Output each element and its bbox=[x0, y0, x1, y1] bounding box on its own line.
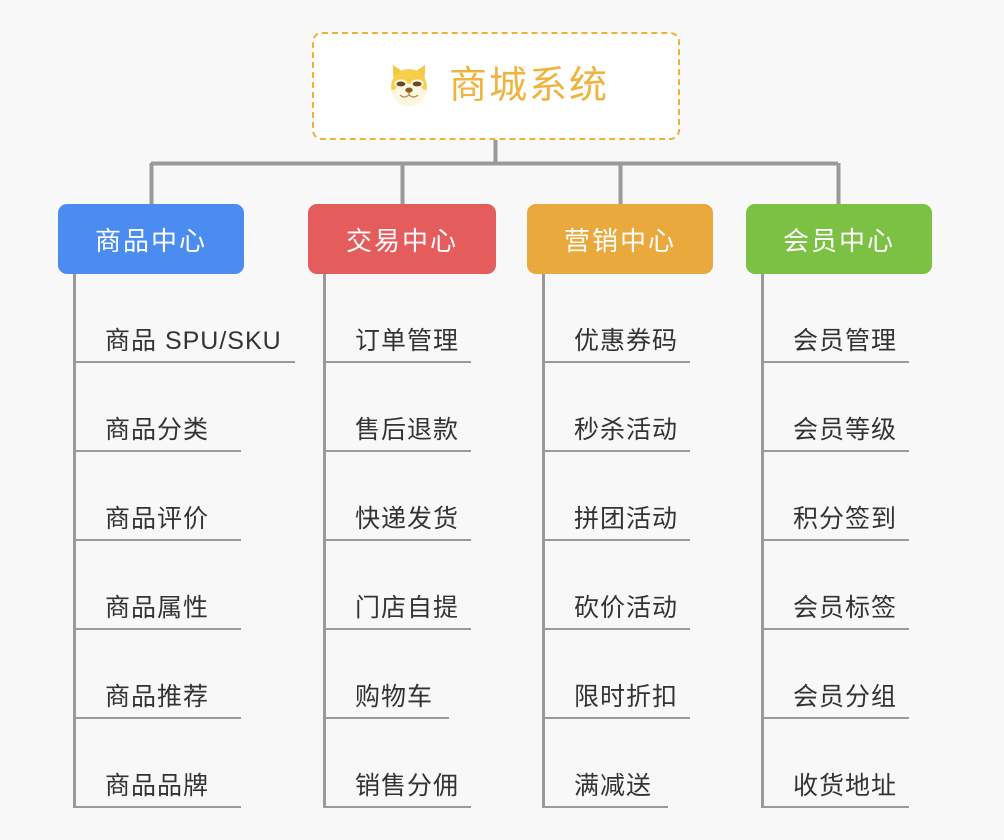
list-item-label: 销售分佣 bbox=[355, 772, 460, 800]
leaf-underline bbox=[761, 450, 909, 452]
list-item-label: 会员分组 bbox=[793, 683, 898, 711]
branch-column-product: 商品中心 商品 SPU/SKU 商品分类 商品评价 商品属性 商品推荐 bbox=[58, 204, 295, 808]
branch-header-label: 交易中心 bbox=[345, 225, 458, 256]
list-item[interactable]: 商品属性 bbox=[58, 541, 282, 630]
list-item[interactable]: 购物车 bbox=[308, 630, 496, 719]
branch-items-marketing: 优惠券码 秒杀活动 拼团活动 砍价活动 限时折扣 满减送 bbox=[527, 274, 713, 808]
leaf-underline bbox=[73, 539, 241, 541]
list-item[interactable]: 积分签到 bbox=[746, 452, 932, 541]
list-item[interactable]: 商品品牌 bbox=[58, 719, 282, 808]
list-item-label: 购物车 bbox=[355, 683, 434, 711]
leaf-underline bbox=[323, 450, 471, 452]
leaf-underline bbox=[761, 628, 909, 630]
list-item[interactable]: 售后退款 bbox=[308, 363, 496, 452]
list-item-label: 商品推荐 bbox=[105, 683, 210, 711]
list-item-label: 快递发货 bbox=[355, 505, 460, 533]
list-item[interactable]: 优惠券码 bbox=[527, 274, 713, 363]
shiba-dog-face-icon bbox=[391, 64, 427, 107]
leaf-underline bbox=[73, 450, 241, 452]
list-item[interactable]: 秒杀活动 bbox=[527, 363, 713, 452]
list-item-label: 满减送 bbox=[574, 772, 653, 800]
branch-column-marketing: 营销中心 优惠券码 秒杀活动 拼团活动 砍价活动 限时折扣 bbox=[527, 204, 713, 808]
list-item-label: 商品属性 bbox=[105, 594, 210, 622]
root-title: 商城系统 bbox=[448, 65, 609, 107]
list-item[interactable]: 订单管理 bbox=[308, 274, 496, 363]
leaf-underline bbox=[761, 361, 909, 363]
branch-header-label: 营销中心 bbox=[563, 225, 676, 256]
branch-header-label: 会员中心 bbox=[782, 225, 895, 256]
list-item-label: 会员标签 bbox=[793, 594, 898, 622]
branch-items-product: 商品 SPU/SKU 商品分类 商品评价 商品属性 商品推荐 商品品牌 bbox=[58, 274, 295, 808]
branch-items-member: 会员管理 会员等级 积分签到 会员标签 会员分组 收货地址 bbox=[746, 274, 932, 808]
list-item[interactable]: 收货地址 bbox=[746, 719, 932, 808]
leaf-underline bbox=[761, 539, 909, 541]
branch-header-marketing[interactable]: 营销中心 bbox=[527, 204, 713, 274]
leaf-underline bbox=[542, 450, 690, 452]
list-item[interactable]: 商品推荐 bbox=[58, 630, 282, 719]
leaf-underline bbox=[761, 717, 909, 719]
leaf-underline bbox=[323, 717, 449, 719]
branch-header-member[interactable]: 会员中心 bbox=[746, 204, 932, 274]
leaf-underline bbox=[323, 806, 471, 808]
list-item[interactable]: 会员分组 bbox=[746, 630, 932, 719]
leaf-underline bbox=[542, 539, 690, 541]
list-item[interactable]: 销售分佣 bbox=[308, 719, 496, 808]
list-item-label: 订单管理 bbox=[355, 327, 460, 355]
branch-spine bbox=[761, 274, 764, 808]
list-item[interactable]: 会员等级 bbox=[746, 363, 932, 452]
leaf-underline bbox=[73, 717, 241, 719]
branch-spine bbox=[323, 274, 326, 808]
leaf-underline bbox=[323, 361, 471, 363]
list-item[interactable]: 会员标签 bbox=[746, 541, 932, 630]
list-item-label: 商品 SPU/SKU bbox=[105, 327, 282, 355]
list-item-label: 会员等级 bbox=[793, 416, 898, 444]
list-item-label: 商品评价 bbox=[105, 505, 210, 533]
branch-items-trade: 订单管理 售后退款 快递发货 门店自提 购物车 销售分佣 bbox=[308, 274, 496, 808]
list-item[interactable]: 商品 SPU/SKU bbox=[58, 274, 295, 363]
list-item-label: 会员管理 bbox=[793, 327, 898, 355]
list-item-label: 拼团活动 bbox=[574, 505, 679, 533]
list-item-label: 限时折扣 bbox=[574, 683, 679, 711]
leaf-underline bbox=[323, 539, 471, 541]
leaf-underline bbox=[73, 361, 295, 363]
branch-column-trade: 交易中心 订单管理 售后退款 快递发货 门店自提 购物车 bbox=[308, 204, 496, 808]
branch-header-trade[interactable]: 交易中心 bbox=[308, 204, 496, 274]
list-item[interactable]: 门店自提 bbox=[308, 541, 496, 630]
list-item-label: 商品品牌 bbox=[105, 772, 210, 800]
list-item[interactable]: 商品评价 bbox=[58, 452, 282, 541]
list-item[interactable]: 限时折扣 bbox=[527, 630, 713, 719]
leaf-underline bbox=[542, 717, 690, 719]
leaf-underline bbox=[73, 628, 241, 630]
list-item[interactable]: 满减送 bbox=[527, 719, 713, 808]
list-item[interactable]: 快递发货 bbox=[308, 452, 496, 541]
root-node[interactable]: 商城系统 bbox=[312, 32, 680, 140]
leaf-underline bbox=[73, 806, 241, 808]
leaf-underline bbox=[761, 806, 909, 808]
list-item-label: 优惠券码 bbox=[574, 327, 679, 355]
branch-spine bbox=[542, 274, 545, 808]
list-item-label: 收货地址 bbox=[793, 772, 898, 800]
branch-header-label: 商品中心 bbox=[94, 225, 207, 256]
list-item[interactable]: 拼团活动 bbox=[527, 452, 713, 541]
list-item[interactable]: 砍价活动 bbox=[527, 541, 713, 630]
branch-column-member: 会员中心 会员管理 会员等级 积分签到 会员标签 会员分组 bbox=[746, 204, 932, 808]
leaf-underline bbox=[323, 628, 471, 630]
leaf-underline bbox=[542, 361, 690, 363]
list-item-label: 商品分类 bbox=[105, 416, 210, 444]
leaf-underline bbox=[542, 628, 690, 630]
list-item[interactable]: 商品分类 bbox=[58, 363, 282, 452]
leaf-underline bbox=[542, 806, 668, 808]
list-item-label: 秒杀活动 bbox=[574, 416, 679, 444]
branch-spine bbox=[73, 274, 76, 808]
list-item-label: 砍价活动 bbox=[574, 594, 679, 622]
list-item[interactable]: 会员管理 bbox=[746, 274, 932, 363]
branch-header-product[interactable]: 商品中心 bbox=[58, 204, 244, 274]
list-item-label: 售后退款 bbox=[355, 416, 460, 444]
list-item-label: 积分签到 bbox=[793, 505, 898, 533]
list-item-label: 门店自提 bbox=[355, 594, 460, 622]
